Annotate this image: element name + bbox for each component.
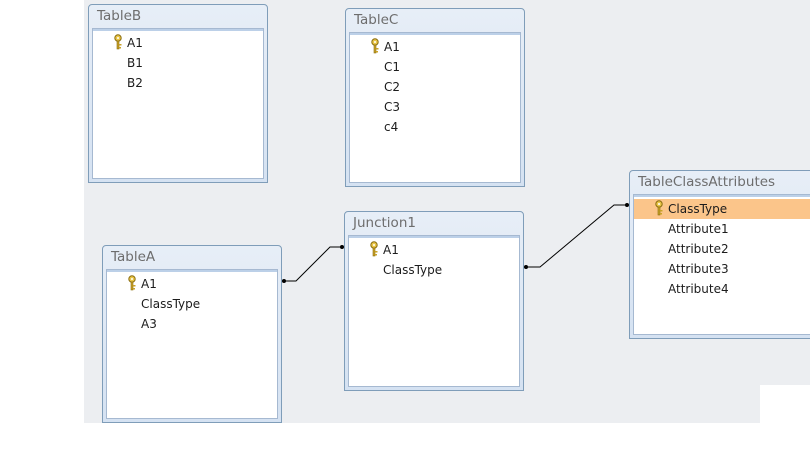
- field-row[interactable]: A3: [107, 314, 277, 334]
- table-title[interactable]: TableC: [354, 12, 399, 28]
- field-row[interactable]: A1: [107, 274, 277, 294]
- field-row[interactable]: Attribute4: [634, 279, 810, 299]
- field-row[interactable]: C2: [350, 77, 520, 97]
- field-name: ClassType: [668, 202, 728, 216]
- key-icon: [655, 200, 663, 216]
- field-name: A3: [141, 317, 157, 331]
- field-row[interactable]: B1: [93, 53, 263, 73]
- field-name: c4: [384, 120, 399, 134]
- field-row[interactable]: A1: [349, 240, 519, 260]
- field-name: Attribute3: [668, 262, 729, 276]
- field-name: C2: [384, 80, 401, 94]
- field-name: Attribute2: [668, 242, 729, 256]
- field-name: ClassType: [383, 263, 443, 277]
- field-row[interactable]: ClassType: [634, 199, 810, 219]
- field-name: Attribute4: [668, 282, 729, 296]
- field-row[interactable]: ClassType: [349, 260, 519, 280]
- field-row[interactable]: Attribute1: [634, 219, 810, 239]
- table-title[interactable]: TableB: [97, 8, 142, 24]
- field-name: A1: [127, 36, 143, 50]
- field-row[interactable]: c4: [350, 117, 520, 137]
- key-icon: [371, 38, 379, 54]
- field-name: C1: [384, 60, 401, 74]
- key-icon: [114, 34, 122, 50]
- field-name: ClassType: [141, 297, 201, 311]
- field-row[interactable]: Attribute2: [634, 239, 810, 259]
- field-name: C3: [384, 100, 401, 114]
- table-title[interactable]: TableClassAttributes: [638, 174, 776, 190]
- blank-area: [760, 385, 810, 450]
- table-title[interactable]: TableA: [111, 249, 156, 265]
- field-name: A1: [383, 243, 399, 257]
- field-name: B2: [127, 76, 143, 90]
- field-row[interactable]: A1: [350, 37, 520, 57]
- key-icon: [370, 241, 378, 257]
- field-row[interactable]: C3: [350, 97, 520, 117]
- field-name: Attribute1: [668, 222, 729, 236]
- table-title[interactable]: Junction1: [353, 215, 416, 231]
- field-row[interactable]: C1: [350, 57, 520, 77]
- field-name: A1: [141, 277, 157, 291]
- field-name: A1: [384, 40, 400, 54]
- field-row[interactable]: A1: [93, 33, 263, 53]
- field-row[interactable]: B2: [93, 73, 263, 93]
- field-name: B1: [127, 56, 143, 70]
- field-row[interactable]: Attribute3: [634, 259, 810, 279]
- key-icon: [128, 275, 136, 291]
- field-row[interactable]: ClassType: [107, 294, 277, 314]
